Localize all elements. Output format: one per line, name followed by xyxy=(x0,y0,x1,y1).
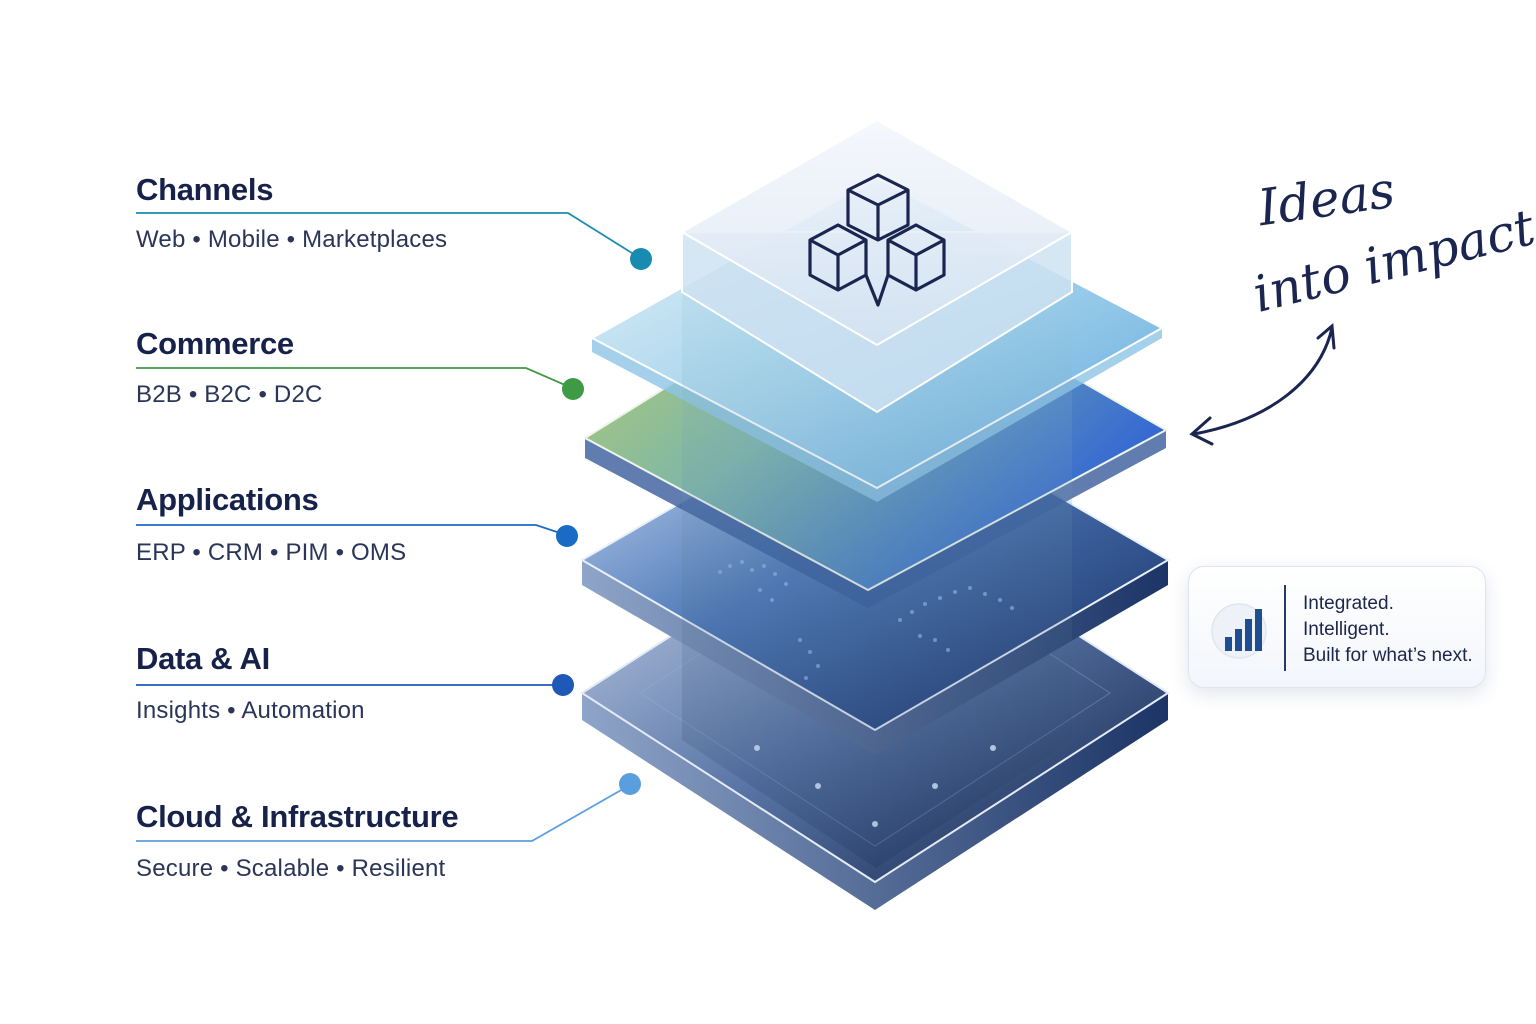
connector-dot-cloud xyxy=(619,773,641,795)
layer-channels: Channels xyxy=(136,172,273,208)
info-line-built-for-next: Built for what’s next. xyxy=(1303,645,1473,666)
layer-commerce: Commerce xyxy=(136,326,294,362)
layer-subtitle-data-ai: Insights • Automation xyxy=(136,697,365,724)
layer-cloud-infrastructure: Cloud & Infrastructure xyxy=(136,799,459,835)
info-card-text: Integrated. Intelligent. Built for what’… xyxy=(1303,591,1473,669)
layer-title-applications: Applications xyxy=(136,482,319,517)
info-line-integrated: Integrated. xyxy=(1303,593,1394,614)
connector-dot-data-ai xyxy=(552,674,574,696)
layer-applications: Applications xyxy=(136,482,319,518)
connector-dot-applications xyxy=(556,525,578,547)
layer-title-cloud-infrastructure: Cloud & Infrastructure xyxy=(136,799,459,834)
layer-title-commerce: Commerce xyxy=(136,326,294,361)
bar-chart-icon xyxy=(1211,603,1267,659)
layer-subtitle-cloud-infrastructure: Secure • Scalable • Resilient xyxy=(136,855,446,882)
connector-dot-channels xyxy=(630,248,652,270)
layer-subtitle-channels: Web • Mobile • Marketplaces xyxy=(136,226,448,253)
connector-dots xyxy=(552,248,652,795)
layer-subtitle-applications: ERP • CRM • PIM • OMS xyxy=(136,539,407,566)
info-card: Integrated. Intelligent. Built for what’… xyxy=(1188,566,1486,688)
curved-arrow xyxy=(1189,322,1336,446)
connector-lines xyxy=(136,212,641,842)
stack-core-column xyxy=(682,240,1072,868)
connector-dot-commerce xyxy=(562,378,584,400)
info-line-intelligent: Intelligent. xyxy=(1303,619,1390,640)
info-card-divider xyxy=(1284,585,1286,671)
layer-data-ai: Data & AI xyxy=(136,641,270,677)
layer-title-data-ai: Data & AI xyxy=(136,641,270,676)
layer-title-channels: Channels xyxy=(136,172,274,207)
layer-subtitle-commerce: B2B • B2C • D2C xyxy=(136,381,323,408)
cubes-icon xyxy=(808,173,946,307)
